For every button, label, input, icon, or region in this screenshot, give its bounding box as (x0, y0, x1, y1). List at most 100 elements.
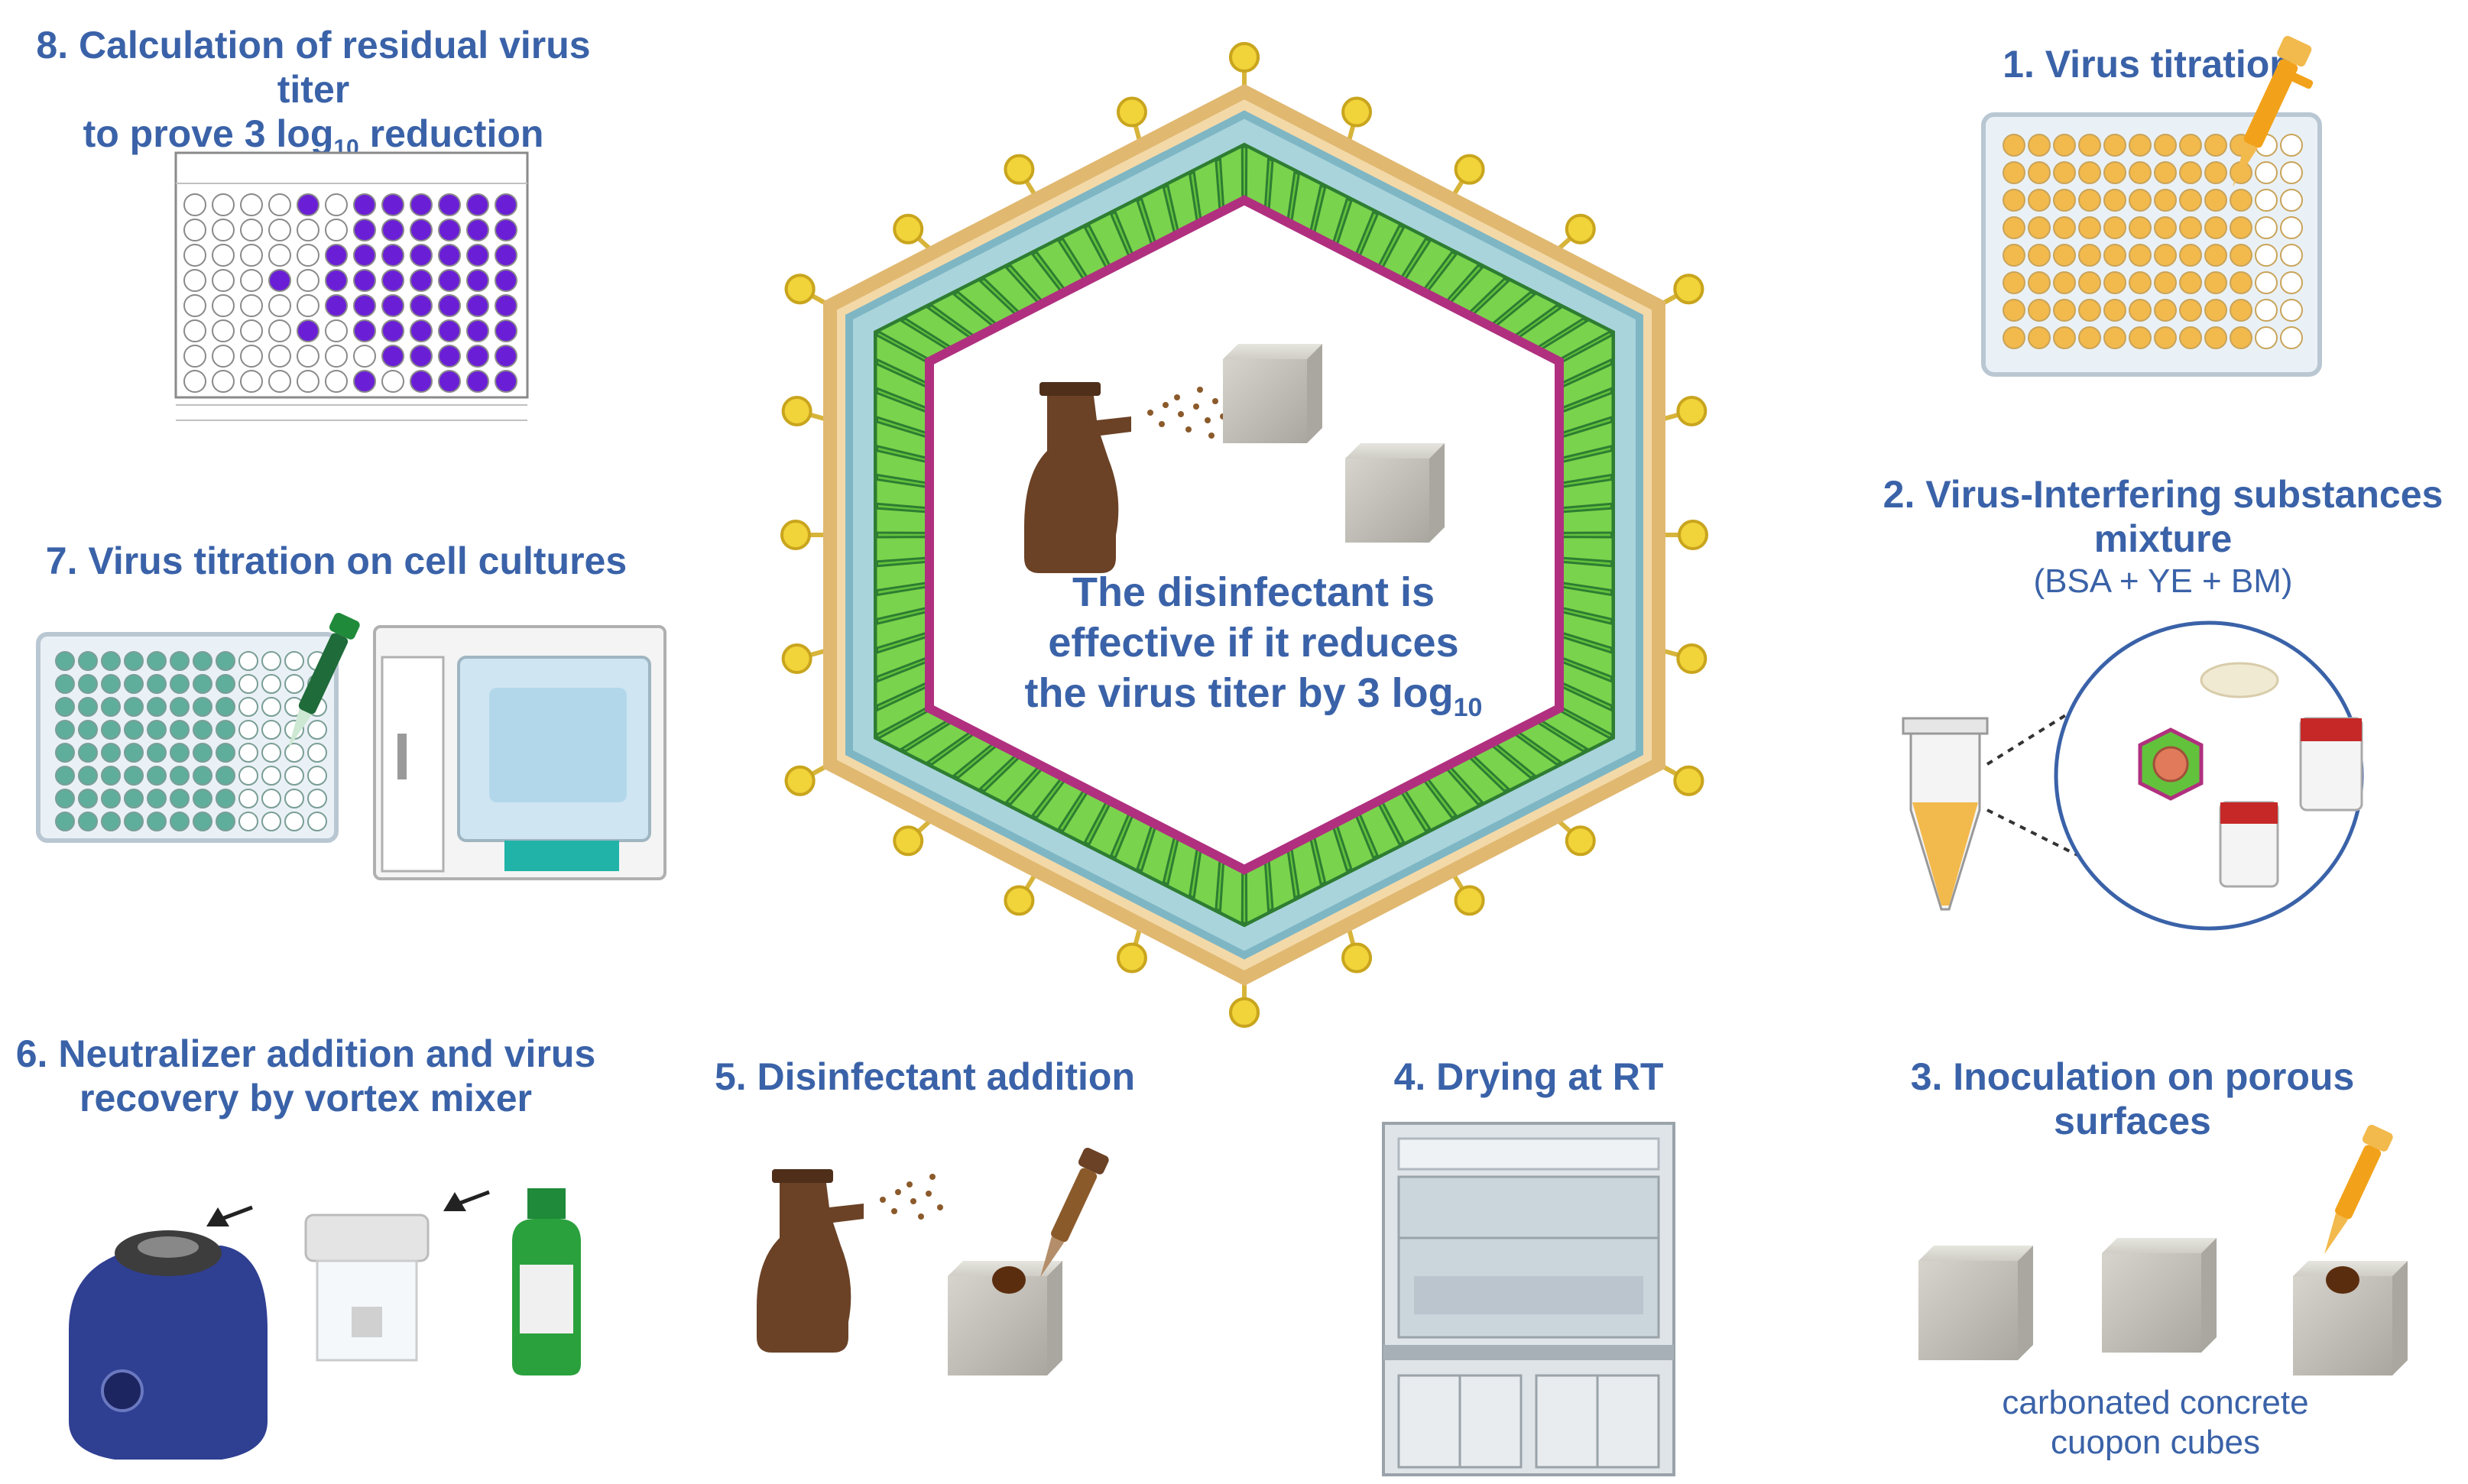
spike (1454, 885, 1485, 916)
well (240, 370, 263, 393)
well (438, 370, 461, 393)
well (124, 651, 144, 671)
well (101, 789, 121, 808)
well (2053, 326, 2076, 349)
well (147, 720, 167, 740)
sample-container-icon (304, 1213, 430, 1362)
well (170, 697, 190, 717)
well (2103, 189, 2126, 212)
well (284, 766, 304, 786)
well (238, 697, 258, 717)
well (261, 720, 281, 740)
well (268, 370, 291, 393)
concrete-cube-icon (948, 1261, 1062, 1375)
well (2154, 299, 2177, 322)
pipette-icon (287, 612, 360, 750)
well (2230, 244, 2252, 267)
well (2003, 216, 2025, 239)
well (2255, 216, 2278, 239)
well (2154, 161, 2177, 184)
well (2280, 161, 2303, 184)
virus-capsid-illustration (780, 42, 1708, 1028)
well (216, 697, 235, 717)
titration-plate-orange (1981, 112, 2322, 377)
well (438, 244, 461, 267)
spike (780, 520, 811, 550)
step-3-sub-line1: carbonated concrete (2002, 1384, 2309, 1421)
well (2103, 244, 2126, 267)
well (2053, 244, 2076, 267)
well (170, 812, 190, 831)
well (2028, 244, 2051, 267)
center-statement: The disinfectant is effective if it redu… (948, 567, 1559, 733)
well (55, 812, 75, 831)
well (216, 674, 235, 694)
well (2078, 161, 2101, 184)
well (240, 345, 263, 368)
capsomer (1558, 536, 1614, 563)
well (101, 674, 121, 694)
well (212, 319, 235, 342)
vortex-mixer-icon[interactable] (69, 1230, 268, 1460)
incubator-icon[interactable] (373, 625, 666, 880)
step-2-title: 2. Virus-Interfering substances mixture (1865, 472, 2461, 561)
well (216, 789, 235, 808)
well (2129, 161, 2152, 184)
step-2-subtitle: (BSA + YE + BM) (2033, 562, 2293, 600)
fume-hood-icon[interactable] (1382, 1122, 1675, 1476)
well (466, 319, 489, 342)
well (216, 812, 235, 831)
well (284, 743, 304, 763)
spike (781, 643, 812, 675)
well (2103, 326, 2126, 349)
well (193, 651, 212, 671)
step-3-line1: 3. Inoculation on porous (1910, 1055, 2355, 1098)
spray-bottle-icon (757, 1169, 943, 1353)
well (495, 370, 517, 393)
well (268, 319, 291, 342)
well (297, 269, 319, 292)
center-line2: effective if it reduces (1048, 620, 1459, 666)
well (325, 269, 348, 292)
virus-spikes (780, 42, 1708, 1028)
well (325, 345, 348, 368)
well (353, 244, 376, 267)
well (193, 743, 212, 763)
well (495, 345, 517, 368)
well (147, 743, 167, 763)
well (101, 812, 121, 831)
well (55, 766, 75, 786)
well (2053, 189, 2076, 212)
well (2179, 134, 2202, 157)
well (307, 720, 327, 740)
well (183, 219, 206, 241)
well (147, 697, 167, 717)
well (2129, 244, 2152, 267)
well (2204, 161, 2227, 184)
well (170, 766, 190, 786)
well (261, 743, 281, 763)
step-5-title: 5. Disinfectant addition (714, 1055, 1136, 1098)
well (183, 345, 206, 368)
well (124, 720, 144, 740)
capsomer (1558, 507, 1614, 534)
well (212, 370, 235, 393)
well (78, 812, 98, 831)
well (438, 319, 461, 342)
well (2230, 189, 2252, 212)
capsomer (874, 507, 931, 534)
center-line3: the virus titer by 3 log10 (1024, 670, 1483, 722)
well (2179, 326, 2202, 349)
well (381, 345, 404, 368)
well (2028, 299, 2051, 322)
well (268, 294, 291, 317)
well (55, 651, 75, 671)
well (284, 674, 304, 694)
well (2103, 134, 2126, 157)
well (78, 766, 98, 786)
well (2154, 216, 2177, 239)
well (261, 812, 281, 831)
well (2129, 189, 2152, 212)
well (2255, 161, 2278, 184)
well (466, 219, 489, 241)
